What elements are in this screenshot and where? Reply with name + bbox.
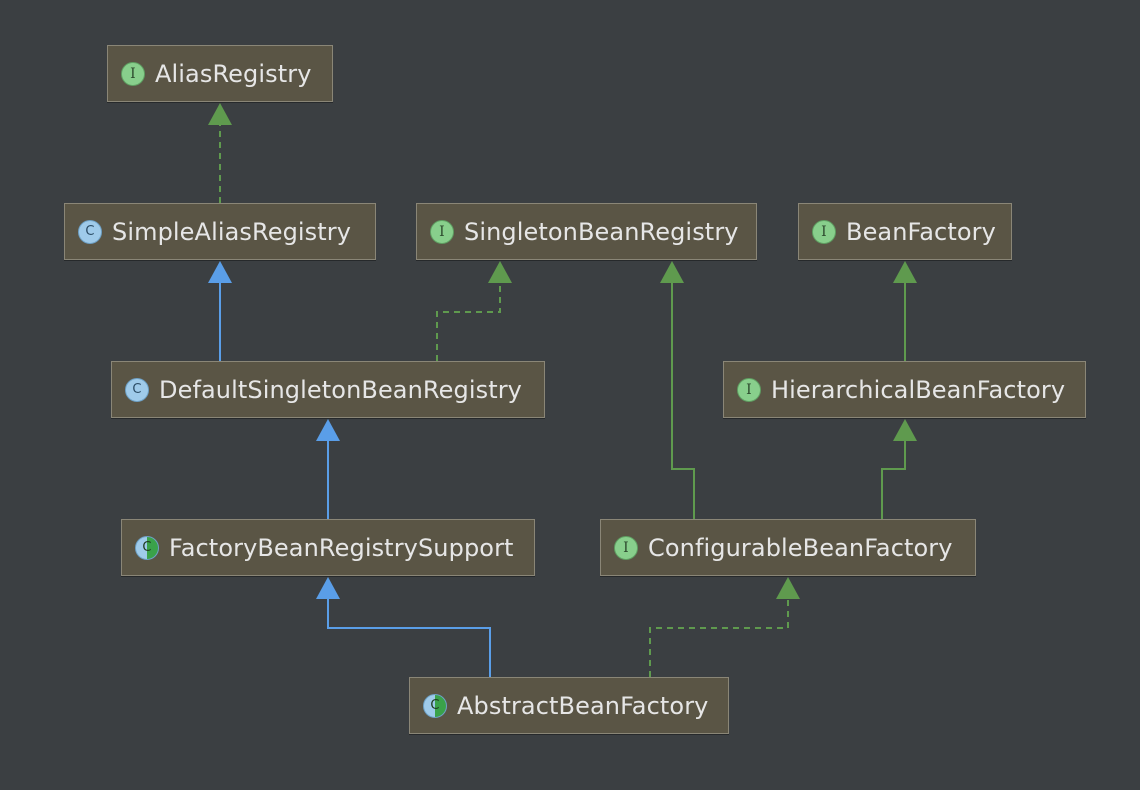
edge-abstractbeanfactory-configurable — [649, 599, 789, 677]
edge-defaultsingleton-singletonregistry — [436, 283, 501, 361]
arrowhead-hierarchicalbeanfactory — [893, 419, 917, 441]
arrowhead-configurablebeanfactory — [776, 577, 800, 599]
node-label: AliasRegistry — [155, 59, 312, 88]
interface-icon: I — [812, 219, 836, 244]
node-beanfactory[interactable]: I BeanFactory — [798, 203, 1012, 260]
interface-icon: I — [121, 61, 145, 86]
arrowhead-beanfactory — [893, 261, 917, 283]
edge-abstractbeanfactory-factorysupport — [327, 599, 491, 677]
interface-icon: I — [614, 535, 638, 560]
arrowhead-defaultsingletonbeanregistry — [316, 419, 340, 441]
node-label: HierarchicalBeanFactory — [771, 375, 1066, 404]
arrowhead-singletonbeanregistry-right — [660, 261, 684, 283]
node-aliasregistry[interactable]: I AliasRegistry — [107, 45, 333, 102]
node-label: SingletonBeanRegistry — [464, 217, 739, 246]
arrowhead-aliasregistry — [208, 103, 232, 125]
node-label: DefaultSingletonBeanRegistry — [159, 375, 522, 404]
edge-configurable-singletonregistry — [671, 283, 695, 519]
edge-configurable-hierarchical — [881, 441, 906, 519]
node-abstractbeanfactory[interactable]: C AbstractBeanFactory — [409, 677, 729, 734]
class-icon: C — [125, 377, 149, 402]
arrowhead-factorybeanregistrysupport — [316, 577, 340, 599]
abstract-class-icon: C — [423, 693, 447, 718]
node-label: AbstractBeanFactory — [457, 691, 709, 720]
node-defaultsingletonbeanregistry[interactable]: C DefaultSingletonBeanRegistry — [111, 361, 545, 418]
node-label: BeanFactory — [846, 217, 996, 246]
node-label: SimpleAliasRegistry — [112, 217, 352, 246]
interface-icon: I — [737, 377, 761, 402]
node-label: FactoryBeanRegistrySupport — [169, 533, 514, 562]
class-icon: C — [78, 219, 102, 244]
node-simplealiasregistry[interactable]: C SimpleAliasRegistry — [64, 203, 376, 260]
arrowhead-simplealiasregistry — [208, 261, 232, 283]
node-hierarchicalbeanfactory[interactable]: I HierarchicalBeanFactory — [723, 361, 1086, 418]
abstract-class-icon: C — [135, 535, 159, 560]
node-label: ConfigurableBeanFactory — [648, 533, 953, 562]
interface-icon: I — [430, 219, 454, 244]
node-configurablebeanfactory[interactable]: I ConfigurableBeanFactory — [600, 519, 976, 576]
node-factorybeanregistrysupport[interactable]: C FactoryBeanRegistrySupport — [121, 519, 535, 576]
node-singletonbeanregistry[interactable]: I SingletonBeanRegistry — [416, 203, 757, 260]
arrowhead-singletonbeanregistry-left — [488, 261, 512, 283]
